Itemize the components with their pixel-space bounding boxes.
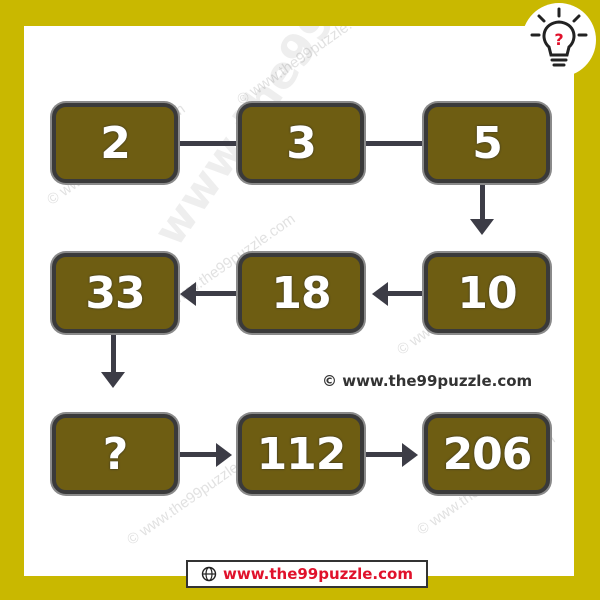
arrow-right-icon [216, 443, 232, 467]
arrow-left-icon [180, 282, 196, 306]
connector-line [364, 141, 426, 146]
logo-badge: ? [522, 3, 596, 77]
number-box: 3 [238, 103, 364, 183]
lightbulb-question-icon: ? [530, 7, 588, 67]
number-box: 2 [52, 103, 178, 183]
number-value: 10 [457, 267, 517, 319]
number-value: 206 [442, 428, 533, 480]
number-box: 206 [424, 414, 550, 494]
svg-text:?: ? [554, 30, 563, 49]
arrow-down-icon [101, 372, 125, 388]
number-value: 3 [286, 117, 317, 169]
number-value: 5 [472, 117, 503, 169]
number-box: 10 [424, 253, 550, 333]
number-box: 112 [238, 414, 364, 494]
arrow-shaft [480, 183, 485, 223]
number-value: 2 [100, 117, 131, 169]
arrow-shaft [111, 333, 116, 375]
arrow-right-icon [402, 443, 418, 467]
number-box: 33 [52, 253, 178, 333]
number-value: 112 [256, 428, 347, 480]
question-mark: ? [102, 428, 129, 480]
copyright-text: © www.the99puzzle.com [322, 372, 533, 390]
number-value: 33 [85, 267, 145, 319]
arrow-shaft [176, 452, 218, 457]
number-box: 5 [424, 103, 550, 183]
arrow-shaft [364, 452, 404, 457]
arrow-left-icon [372, 282, 388, 306]
number-box: 18 [238, 253, 364, 333]
arrow-shaft [196, 291, 238, 296]
footer-url-bar[interactable]: www.the99puzzle.com [186, 560, 428, 588]
footer-url-link[interactable]: www.the99puzzle.com [223, 565, 413, 583]
missing-number-box: ? [52, 414, 178, 494]
number-value: 18 [271, 267, 331, 319]
globe-icon [201, 566, 217, 582]
arrow-down-icon [470, 219, 494, 235]
connector-line [176, 141, 238, 146]
arrow-shaft [388, 291, 424, 296]
